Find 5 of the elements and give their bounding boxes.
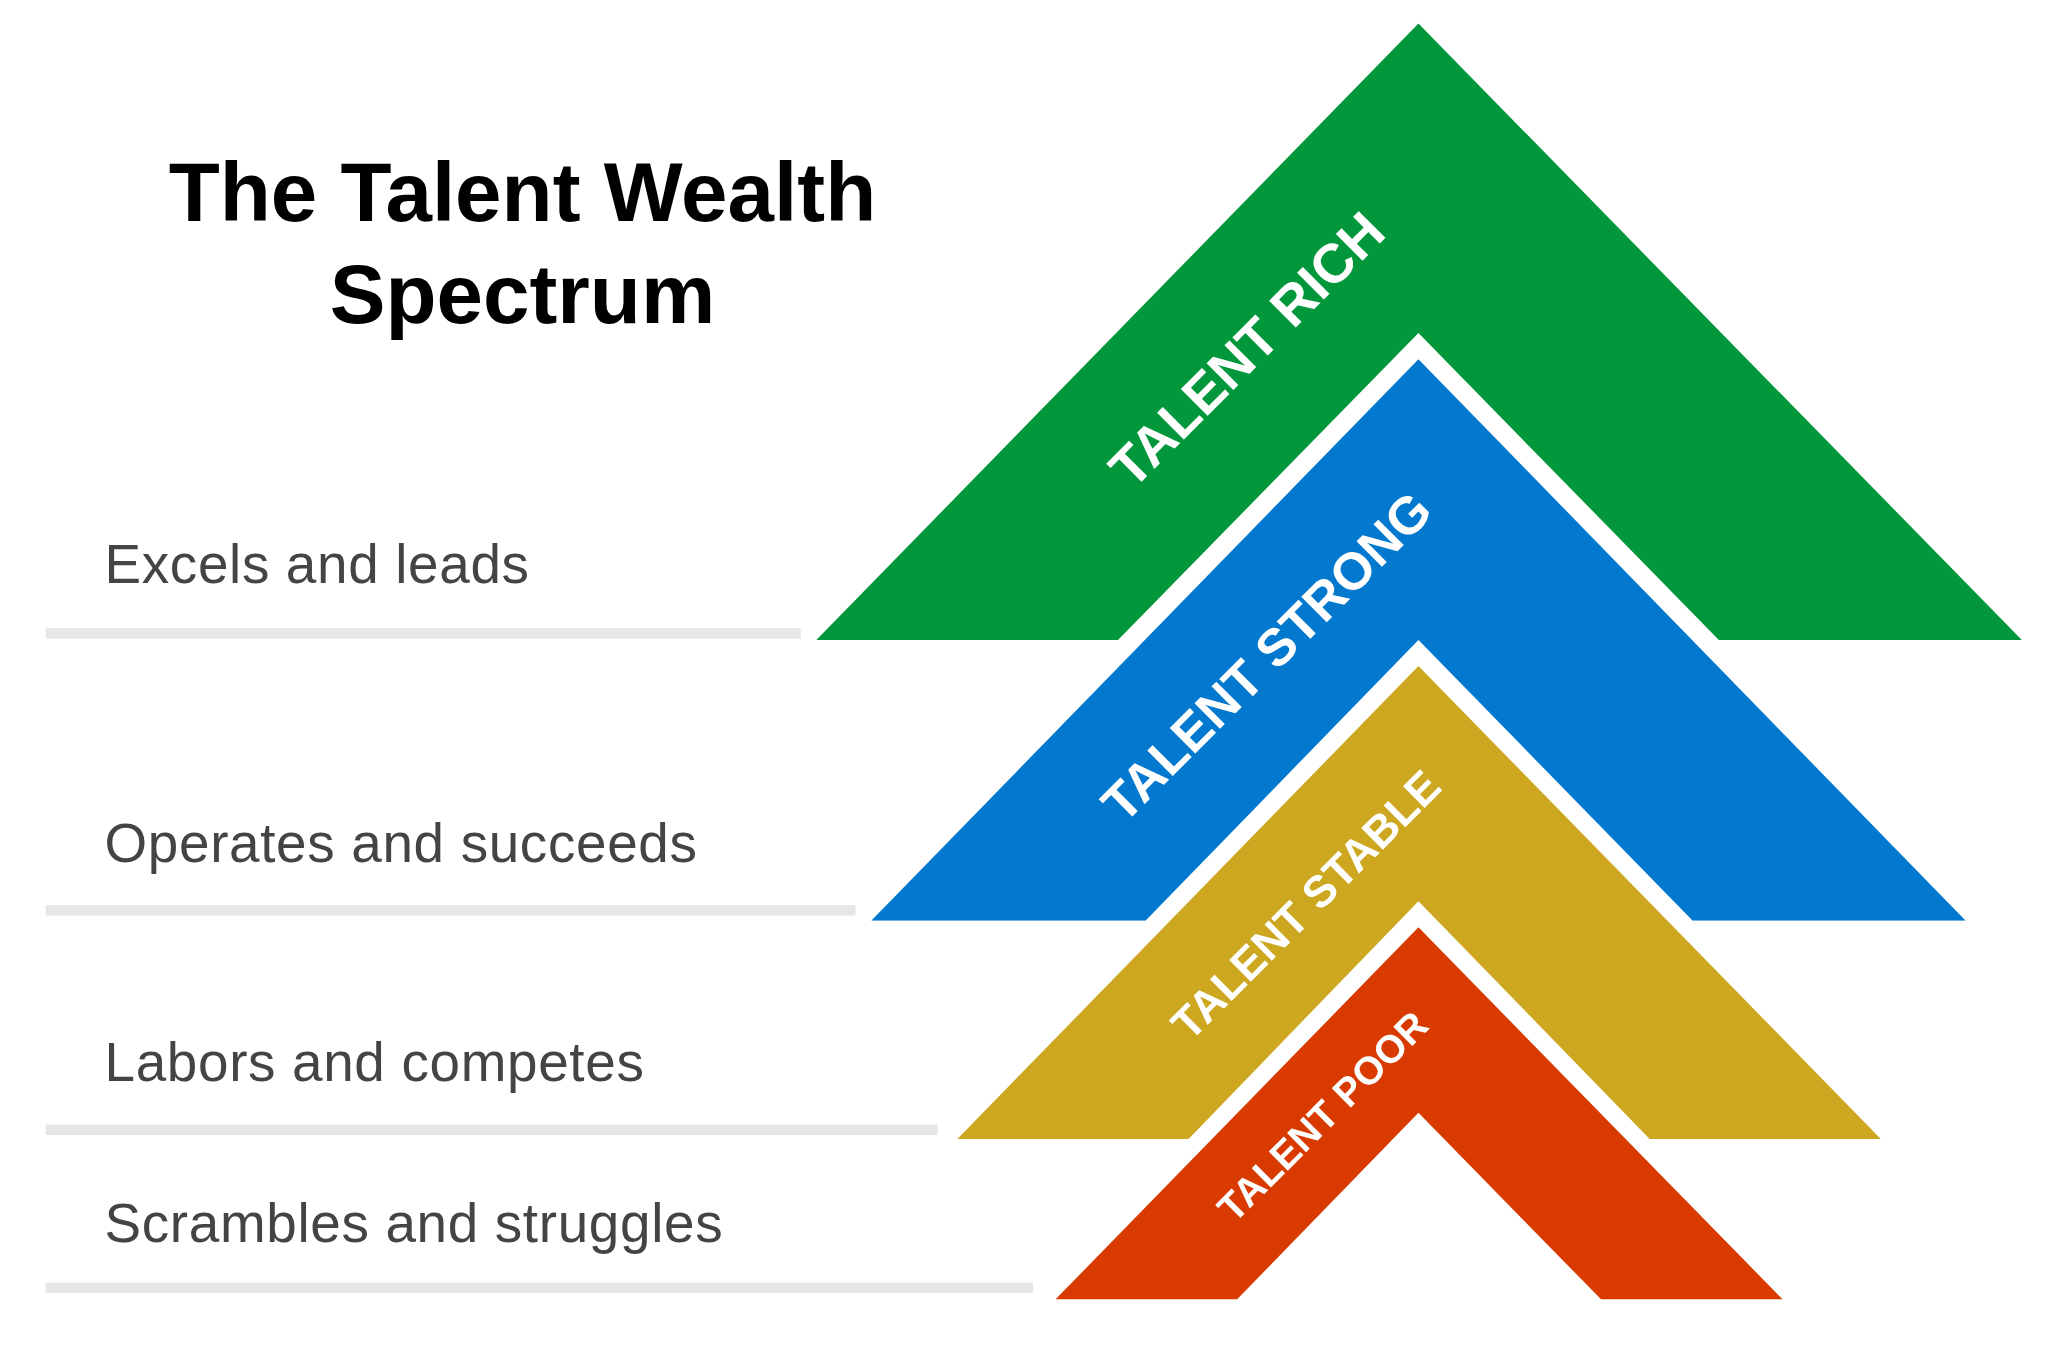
level-description: Excels and leads — [104, 532, 530, 596]
level-description: Scrambles and struggles — [104, 1192, 724, 1256]
level-description: Operates and succeeds — [104, 812, 698, 876]
level-description: Labors and competes — [104, 1031, 645, 1095]
title: The Talent Wealth Spectrum — [167, 144, 878, 343]
